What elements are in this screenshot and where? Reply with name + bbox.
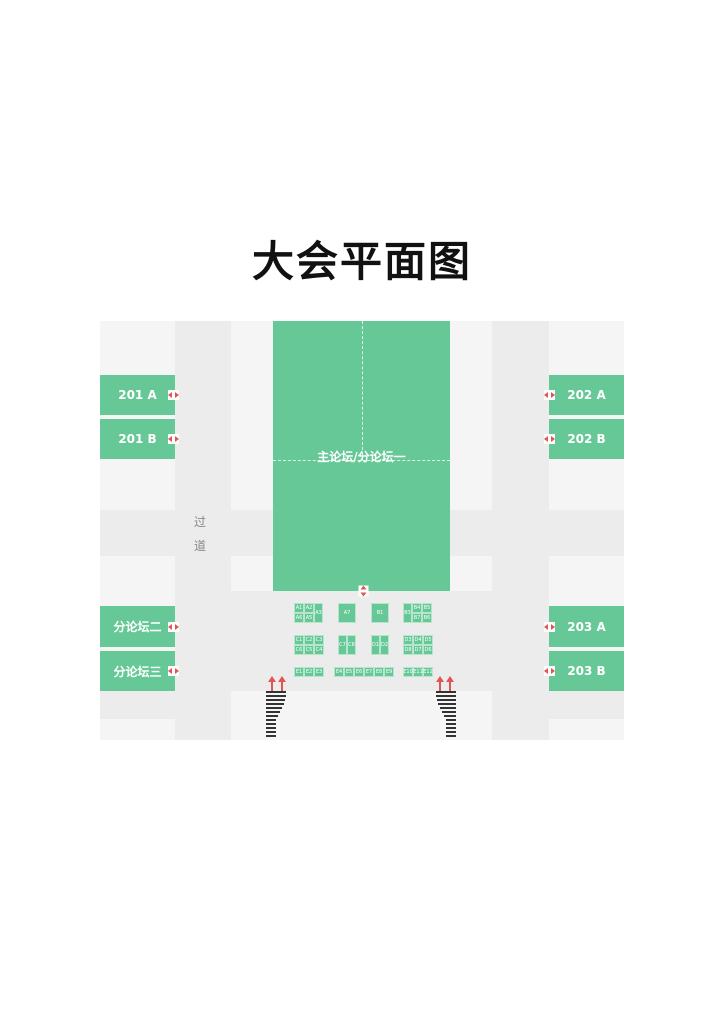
main-forum-divider-vertical xyxy=(362,321,363,460)
door-forum3-icon xyxy=(168,666,179,676)
booth-e2[interactable]: E2 xyxy=(304,667,314,677)
booth-b3[interactable]: B3 xyxy=(403,603,412,623)
booth-a7[interactable]: A7 xyxy=(338,603,356,623)
booth-b7[interactable]: B7 xyxy=(412,613,422,623)
room-203b[interactable]: 203 B xyxy=(549,651,624,691)
room-forum2-label: 分论坛二 xyxy=(113,620,162,634)
booth-a3[interactable]: A3 xyxy=(314,603,323,623)
room-202b-label: 202 B xyxy=(567,432,606,446)
booth-b6[interactable]: B6 xyxy=(422,613,432,623)
booth-d1[interactable]: D1 xyxy=(371,635,380,655)
door-202b-icon xyxy=(544,434,555,444)
door-203a-icon xyxy=(544,622,555,632)
room-202b[interactable]: 202 B xyxy=(549,419,624,459)
door-203b-icon xyxy=(544,666,555,676)
booth-e12[interactable]: E12 xyxy=(423,667,433,677)
booth-d2[interactable]: D2 xyxy=(380,635,389,655)
room-203a[interactable]: 203 A xyxy=(549,606,624,647)
booth-d5[interactable]: D5 xyxy=(423,635,433,645)
right-stair-arrow-2-icon xyxy=(446,676,454,691)
room-203a-label: 203 A xyxy=(567,619,606,634)
room-forum2[interactable]: 分论坛二 xyxy=(100,606,175,647)
main-forum-divider-horizontal xyxy=(273,460,450,461)
room-202a[interactable]: 202 A xyxy=(549,375,624,415)
left-stair-arrow-1-icon xyxy=(268,676,276,691)
aisle-label-2: 道 xyxy=(194,539,207,553)
booth-a2[interactable]: A2 xyxy=(304,603,314,613)
aisle-label-1: 过 xyxy=(194,515,207,529)
booth-e10[interactable]: E10 xyxy=(403,667,413,677)
main-forum-door-icon xyxy=(358,585,369,597)
booth-e11[interactable]: E11 xyxy=(413,667,423,677)
door-forum2-icon xyxy=(168,622,179,632)
booth-d4[interactable]: D4 xyxy=(413,635,423,645)
floor-plan: 主论坛/分论坛一 201 A 201 B 分论坛二 分论坛三 202 A 202… xyxy=(100,321,624,740)
booth-e1[interactable]: E1 xyxy=(294,667,304,677)
booth-a5[interactable]: A5 xyxy=(304,613,314,623)
room-201b-label: 201 B xyxy=(118,432,157,446)
room-201b[interactable]: 201 B xyxy=(100,419,175,459)
booth-e6[interactable]: E6 xyxy=(354,667,364,677)
page-title: 大会平面图 xyxy=(251,237,472,286)
booth-b4[interactable]: B4 xyxy=(412,603,422,613)
booth-a6[interactable]: A6 xyxy=(294,613,304,623)
booth-c6[interactable]: C6 xyxy=(294,645,304,655)
booth-e3[interactable]: E3 xyxy=(314,667,324,677)
booth-c1[interactable]: C1 xyxy=(294,635,304,645)
room-201a-label: 201 A xyxy=(118,388,157,402)
booth-c5[interactable]: C5 xyxy=(304,645,314,655)
room-201a[interactable]: 201 A xyxy=(100,375,175,415)
booth-b1[interactable]: B1 xyxy=(371,603,389,623)
booth-e4[interactable]: E4 xyxy=(334,667,344,677)
right-staircase xyxy=(436,691,456,740)
room-forum3-label: 分论坛三 xyxy=(113,664,162,679)
booth-c2[interactable]: C2 xyxy=(304,635,314,645)
booth-c3[interactable]: C3 xyxy=(314,635,324,645)
booth-d3[interactable]: D3 xyxy=(403,635,413,645)
booth-e8[interactable]: E8 xyxy=(374,667,384,677)
right-stair-arrow-1-icon xyxy=(436,676,444,691)
door-202a-icon xyxy=(544,390,555,400)
booth-d8[interactable]: D8 xyxy=(403,645,413,655)
booth-e7[interactable]: E7 xyxy=(364,667,374,677)
booth-c4[interactable]: C4 xyxy=(314,645,324,655)
left-stair-arrow-2-icon xyxy=(278,676,286,691)
room-202a-label: 202 A xyxy=(567,388,606,402)
booth-e5[interactable]: E5 xyxy=(344,667,354,677)
door-201b-icon xyxy=(168,434,179,444)
room-203b-label: 203 B xyxy=(567,664,606,678)
booth-d7[interactable]: D7 xyxy=(413,645,423,655)
booth-d6[interactable]: D6 xyxy=(423,645,433,655)
booth-e9[interactable]: E9 xyxy=(384,667,394,677)
door-201a-icon xyxy=(168,390,179,400)
main-forum-room[interactable]: 主论坛/分论坛一 xyxy=(273,321,450,591)
left-staircase xyxy=(266,691,286,740)
booth-a1[interactable]: A1 xyxy=(294,603,304,613)
booth-b5[interactable]: B5 xyxy=(422,603,432,613)
booth-c8[interactable]: C8 xyxy=(347,635,356,655)
room-forum3[interactable]: 分论坛三 xyxy=(100,651,175,691)
booth-c7[interactable]: C7 xyxy=(338,635,347,655)
